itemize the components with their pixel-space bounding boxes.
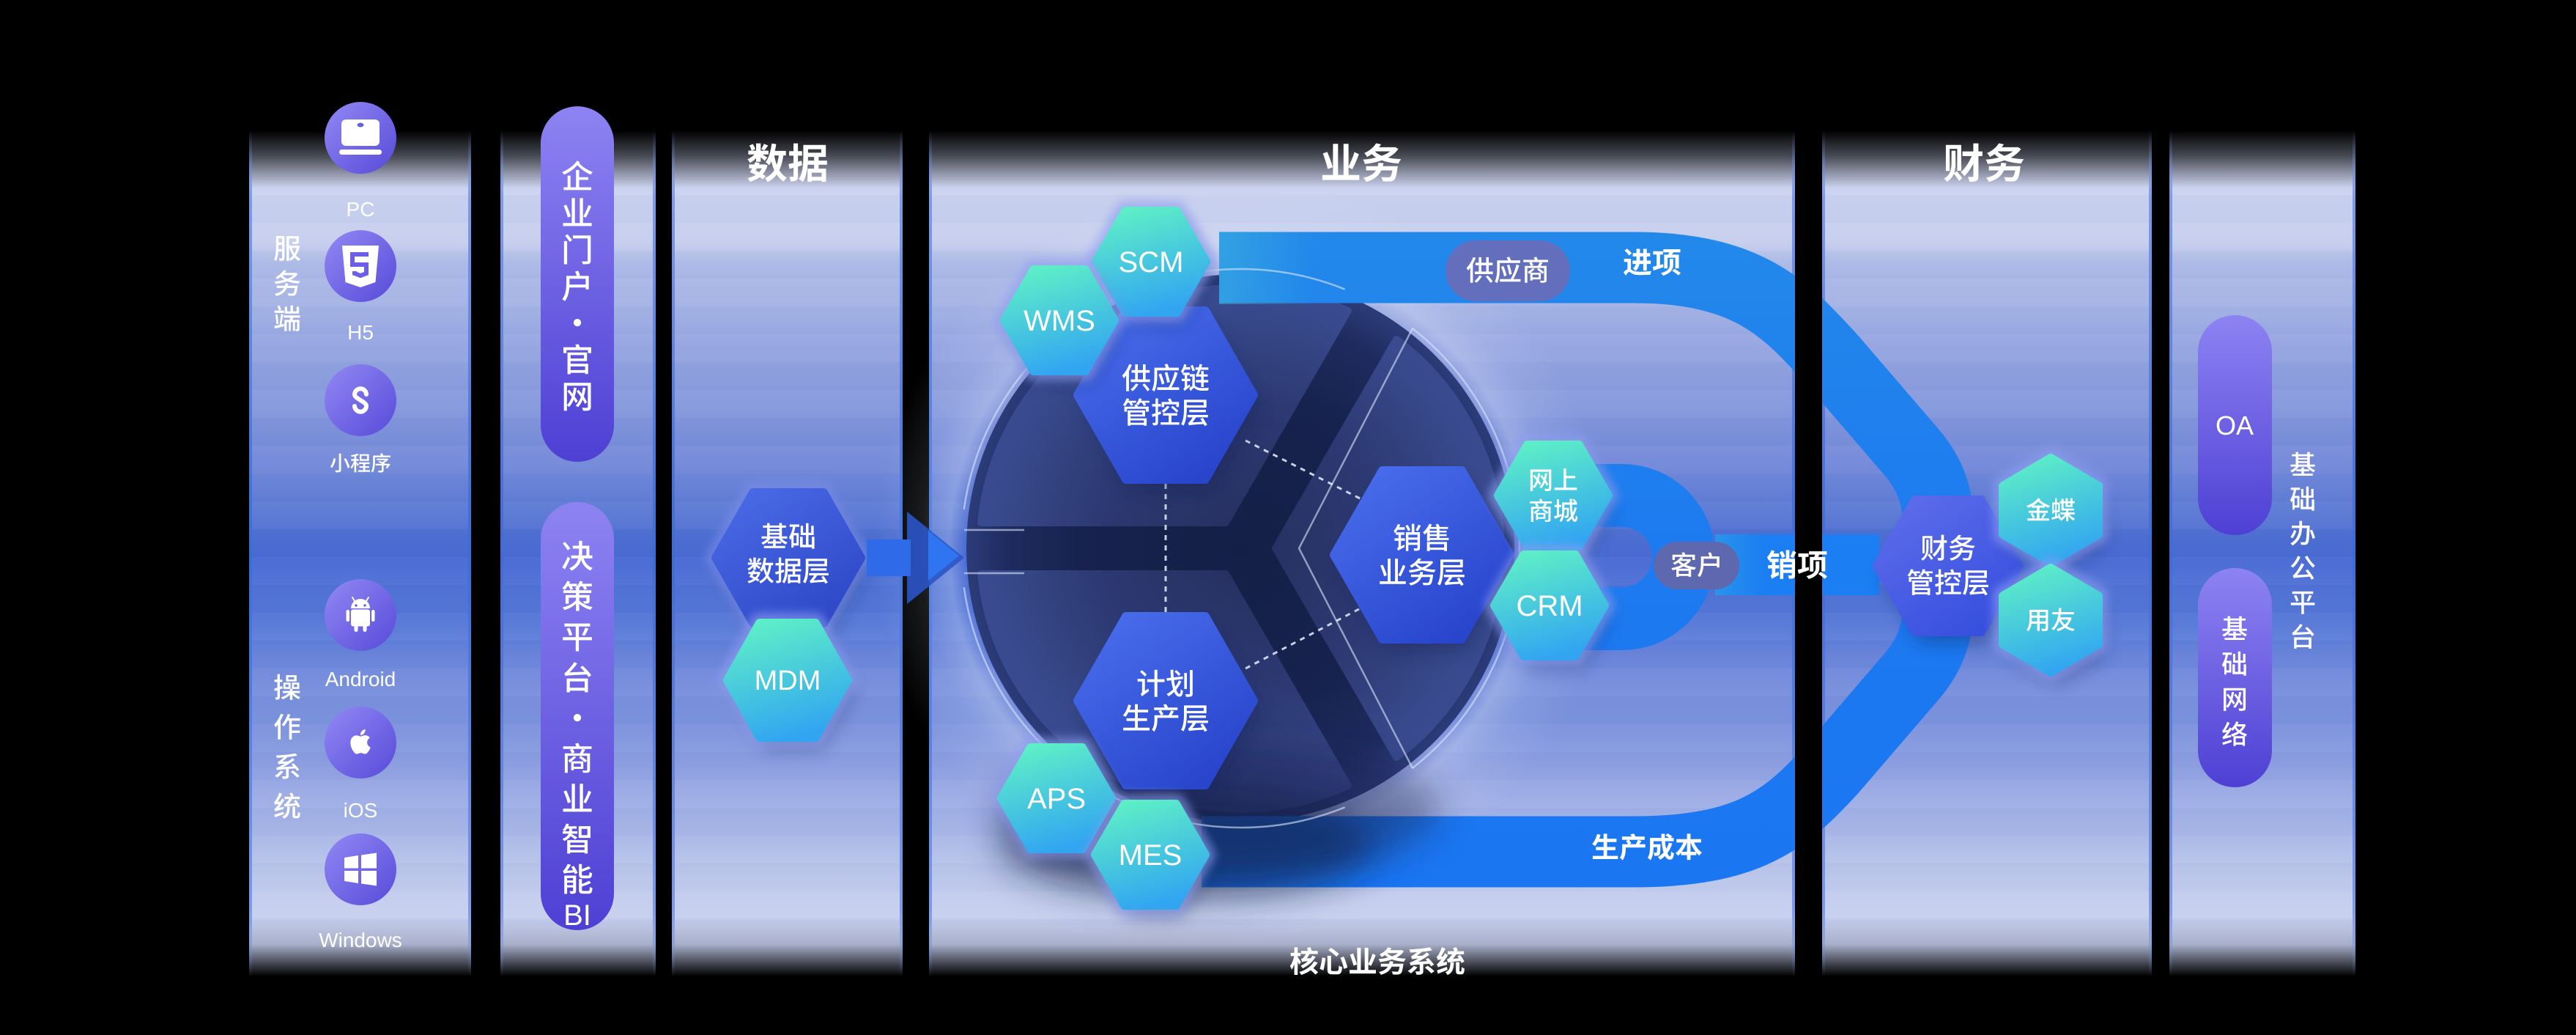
- svg-text:WMS: WMS: [1024, 305, 1095, 337]
- svg-text:CRM: CRM: [1516, 590, 1583, 622]
- svg-text:APS: APS: [1027, 783, 1086, 815]
- svg-text:PC: PC: [347, 198, 375, 221]
- svg-text:MDM: MDM: [755, 666, 821, 696]
- svg-text:OA: OA: [2216, 410, 2254, 441]
- svg-text:MES: MES: [1119, 839, 1182, 872]
- svg-text:BI: BI: [563, 899, 591, 932]
- svg-text:H5: H5: [347, 321, 374, 344]
- svg-text:Windows: Windows: [319, 929, 402, 951]
- svg-text:iOS: iOS: [344, 799, 378, 822]
- svg-text:SCM: SCM: [1119, 246, 1184, 279]
- svg-text:Android: Android: [325, 668, 396, 690]
